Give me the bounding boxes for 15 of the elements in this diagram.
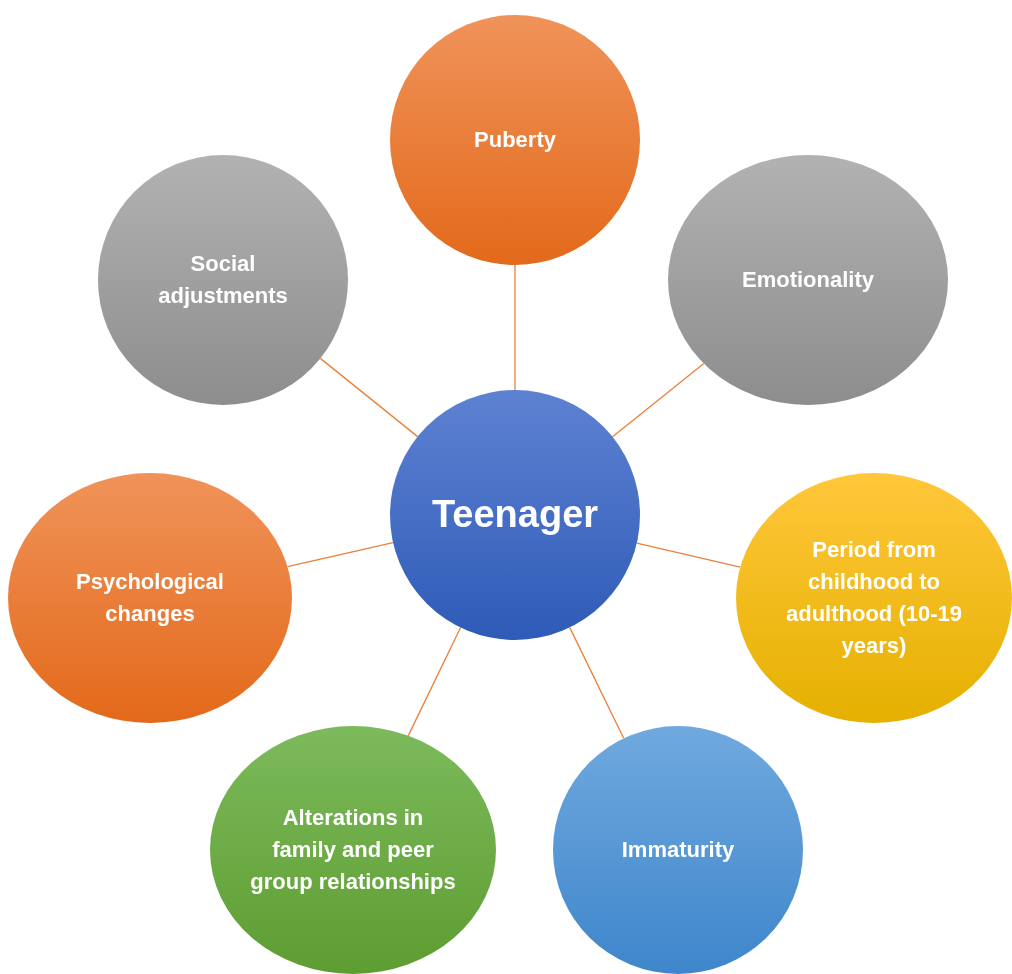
- connector-line: [407, 626, 462, 737]
- topic-label: Immaturity: [621, 836, 735, 865]
- connector-line: [569, 626, 625, 739]
- topic-label: Emotionality: [742, 266, 874, 295]
- topic-label: Teenager: [431, 492, 599, 538]
- topic-label: Psychological changes: [75, 568, 225, 628]
- topic-label: Social adjustments: [157, 250, 289, 310]
- topic-label: Puberty: [474, 126, 556, 155]
- topic-label: Alterations in family and peer group relationships: [250, 804, 456, 896]
- connector-line: [319, 357, 419, 438]
- topic-label: Period from childhood to adulthood (10-19 years): [785, 536, 963, 660]
- connector-line: [636, 542, 741, 568]
- connector-line: [286, 542, 394, 568]
- connector-line: [611, 362, 705, 438]
- connector-line: [514, 264, 516, 391]
